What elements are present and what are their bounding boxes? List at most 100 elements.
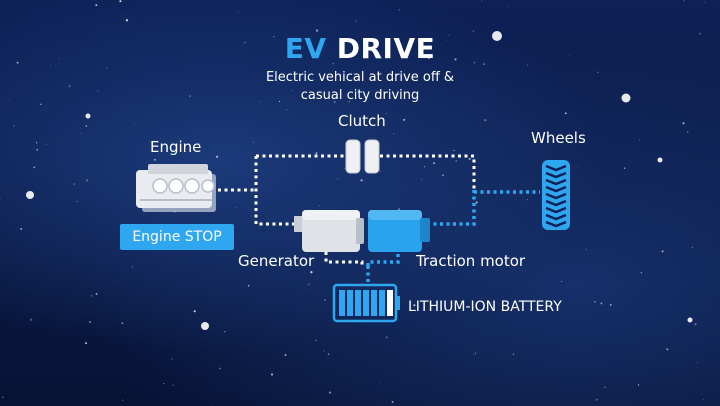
battery-cell: [387, 290, 393, 316]
star: [699, 32, 702, 35]
star: [474, 352, 476, 354]
star: [97, 90, 99, 92]
star: [690, 208, 692, 210]
star: [637, 384, 640, 386]
star: [355, 20, 357, 22]
battery-cell: [371, 290, 377, 316]
star: [237, 10, 239, 12]
star: [445, 40, 447, 41]
star: [215, 155, 219, 158]
title-ev: EV: [284, 32, 327, 65]
link-loop-top-right: [380, 154, 476, 190]
star: [85, 125, 87, 127]
star: [398, 9, 400, 11]
star: [219, 367, 221, 370]
star: [640, 272, 642, 274]
star: [333, 101, 336, 103]
star: [433, 162, 436, 165]
motor-icon: [368, 210, 430, 252]
star: [393, 133, 395, 135]
star: [343, 168, 345, 169]
battery-cell: [339, 290, 345, 316]
star: [106, 67, 108, 69]
traction-motor-label: Traction motor: [416, 252, 526, 270]
star: [131, 266, 133, 268]
star: [198, 142, 200, 144]
star: [201, 322, 209, 330]
subtitle-line-2: casual city driving: [300, 88, 420, 103]
star: [315, 29, 319, 32]
star: [492, 31, 502, 41]
star: [337, 178, 339, 180]
star: [88, 320, 92, 324]
generator-icon: [294, 210, 364, 252]
star: [515, 258, 517, 261]
battery-cell: [347, 290, 353, 316]
battery-cell: [379, 290, 385, 316]
star: [307, 283, 310, 286]
star: [125, 19, 129, 22]
star: [271, 373, 273, 376]
star: [577, 166, 579, 168]
star: [512, 353, 515, 355]
star: [323, 350, 325, 352]
star: [472, 354, 474, 356]
battery-label: LITHIUM-ION BATTERY: [408, 299, 562, 315]
star: [472, 30, 475, 32]
star: [379, 382, 381, 384]
generator-label: Generator: [238, 252, 315, 270]
battery-icon: [332, 283, 400, 323]
star: [122, 399, 124, 401]
star: [95, 4, 98, 7]
star: [484, 119, 487, 122]
star: [327, 353, 330, 356]
star: [286, 114, 287, 116]
star: [45, 143, 47, 145]
page-title: EV DRIVE: [0, 32, 720, 65]
star: [421, 178, 423, 180]
star: [623, 167, 626, 169]
star: [682, 122, 685, 125]
star: [704, 1, 706, 3]
star: [423, 166, 425, 168]
clutch-icon: [345, 139, 380, 174]
star: [595, 398, 598, 401]
star: [594, 300, 596, 303]
star: [585, 248, 588, 251]
star: [172, 384, 174, 386]
tire-tread: [545, 206, 567, 214]
star: [481, 0, 483, 2]
star: [643, 230, 645, 232]
star: [702, 398, 705, 400]
star: [329, 391, 332, 394]
star: [385, 112, 388, 114]
star: [133, 123, 135, 124]
star: [398, 208, 400, 211]
star: [284, 354, 287, 356]
star: [427, 57, 430, 60]
engine-status-badge: Engine STOP: [120, 224, 234, 250]
star: [597, 71, 599, 74]
star: [694, 323, 697, 326]
star: [243, 41, 246, 44]
star: [9, 99, 11, 101]
star: [332, 62, 334, 65]
active-links: [366, 190, 540, 284]
star: [683, 0, 685, 2]
star: [521, 129, 523, 131]
star: [527, 64, 529, 66]
star: [324, 299, 326, 301]
star: [68, 85, 71, 88]
star: [55, 357, 56, 359]
star: [1, 396, 4, 399]
tire-tread: [545, 192, 567, 200]
tire-tread: [545, 164, 567, 172]
star: [413, 304, 416, 307]
star: [36, 149, 38, 151]
star: [600, 302, 603, 305]
star: [691, 246, 694, 248]
tire-tread: [545, 178, 567, 186]
star: [442, 174, 444, 176]
star: [85, 113, 91, 119]
